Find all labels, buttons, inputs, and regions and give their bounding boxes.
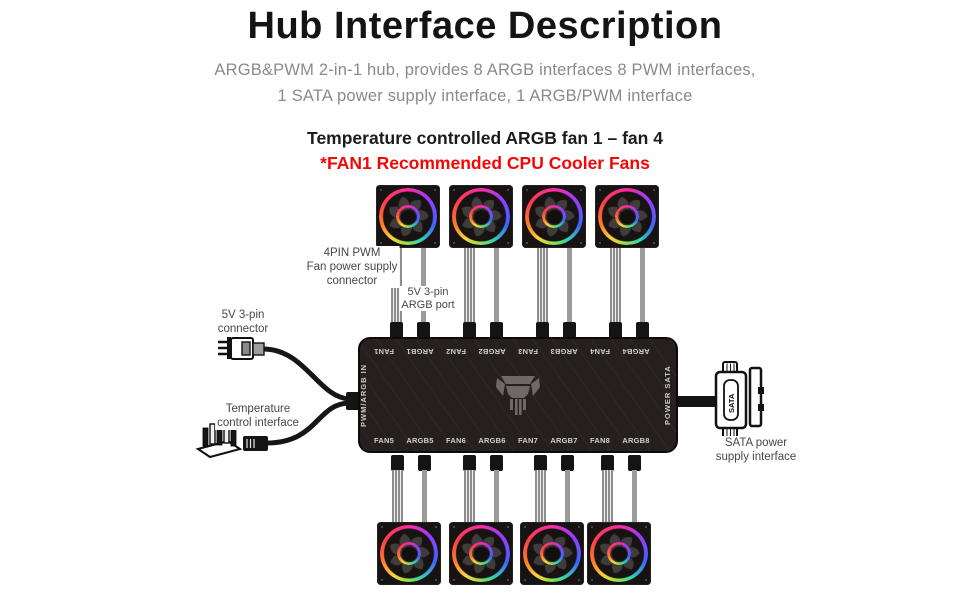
callout-line: 4PIN PWM — [323, 247, 381, 259]
port-label: FAN4 — [590, 347, 610, 356]
argb-cable — [565, 470, 570, 523]
cable-plug — [490, 322, 503, 338]
pwm-connector-callout: 4PIN PWM Fan power supply connector — [304, 246, 400, 288]
cable-plug — [536, 322, 549, 338]
argb-cable — [421, 247, 426, 323]
sata-cable — [676, 396, 720, 407]
port-label: FAN3 — [518, 347, 538, 356]
argb-cable — [567, 247, 572, 323]
argb-fan-7 — [520, 522, 584, 585]
argb-fan-3 — [522, 185, 586, 248]
five-v-connector-callout: 5V 3-pin connector — [215, 308, 271, 336]
cable-plug — [391, 455, 404, 471]
subtitle-line1: ARGB&PWM 2-in-1 hub, provides 8 ARGB int… — [214, 61, 756, 79]
callout-line: 5V 3-pin — [407, 286, 449, 298]
cable-plug — [463, 322, 476, 338]
sata-plug-label: SATA — [727, 393, 736, 413]
argb-cable — [494, 470, 499, 523]
port-label: FAN2 — [446, 347, 466, 356]
pwm-cable — [464, 470, 475, 523]
cable-plug — [563, 322, 576, 338]
callout-line: Fan power supply — [306, 261, 398, 273]
pwm-cable — [392, 470, 403, 523]
cable-plug — [561, 455, 574, 471]
pwm-cable — [464, 247, 475, 323]
port-label: FAN6 — [446, 436, 466, 445]
pwm-argb-in-port-label: PWM/ARGB IN — [359, 363, 368, 427]
argb-fan-8 — [587, 522, 651, 585]
subtitle-line2: 1 SATA power supply interface, 1 ARGB/PW… — [277, 87, 693, 105]
callout-line: control interface — [217, 417, 299, 429]
port-label: ARGB3 — [550, 347, 578, 356]
cable-plug — [628, 455, 641, 471]
argb-fan-5 — [377, 522, 441, 585]
five-v-three-pin-connector-icon — [218, 337, 265, 360]
argb-cable — [422, 470, 427, 523]
port-label: ARGB8 — [622, 436, 650, 445]
port-label: ARGB7 — [550, 436, 578, 445]
argb-fan-4 — [595, 185, 659, 248]
port-label: FAN8 — [590, 436, 610, 445]
page-title: Hub Interface Description — [247, 5, 723, 47]
argb-port-callout: 5V 3-pin ARGB port — [399, 286, 457, 311]
port-label: FAN7 — [518, 436, 538, 445]
argb-fan-6 — [449, 522, 513, 585]
pwm-cable — [602, 470, 613, 523]
callout-line: SATA power — [724, 437, 788, 449]
sata-connector-icon: SATA — [714, 361, 764, 439]
argb-cable — [632, 470, 637, 523]
argb-fan-1 — [376, 185, 440, 248]
cable-plug — [463, 455, 476, 471]
cable-plug — [390, 322, 403, 338]
port-label: FAN5 — [374, 436, 394, 445]
callout-line: supply interface — [715, 451, 797, 463]
pwm-cable — [537, 247, 548, 323]
cable-plug — [490, 455, 503, 471]
temp-interface-callout: Temperature control interface — [215, 402, 301, 430]
pwm-cable — [535, 470, 546, 523]
power-sata-port-label: POWER SATA — [663, 365, 672, 425]
argb-cable — [640, 247, 645, 323]
port-label: ARGB1 — [406, 347, 434, 356]
cable-plug — [636, 322, 649, 338]
hub-logo-icon — [496, 376, 540, 415]
callout-line: connector — [217, 323, 269, 335]
cable-plug — [534, 455, 547, 471]
cable-plug — [601, 455, 614, 471]
temperature-note: Temperature controlled ARGB fan 1 – fan … — [307, 128, 663, 148]
port-label: ARGB5 — [406, 436, 434, 445]
callout-line: ARGB port — [401, 298, 455, 311]
hub-bottom-port-labels: FAN5 ARGB5 FAN6 ARGB6 FAN7 ARGB7 FAN8 ARGB8 — [366, 436, 654, 448]
cable-plug — [417, 322, 430, 338]
callout-line: Temperature — [225, 403, 291, 415]
five-v-input-cable — [260, 346, 352, 402]
fan1-recommendation-note: *FAN1 Recommended CPU Cooler Fans — [320, 153, 650, 173]
port-label: ARGB2 — [478, 347, 506, 356]
sata-interface-callout: SATA power supply interface — [713, 436, 799, 464]
argb-fan-2 — [449, 185, 513, 248]
callout-line: connector — [326, 275, 378, 287]
temperature-plug-icon — [243, 436, 268, 451]
cable-plug — [609, 322, 622, 338]
callout-line: 5V 3-pin — [221, 309, 265, 321]
cable-plug — [418, 455, 431, 471]
argb-cable — [494, 247, 499, 323]
port-label: ARGB6 — [478, 436, 506, 445]
pwm-cable — [610, 247, 621, 323]
port-label: ARGB4 — [622, 347, 650, 356]
